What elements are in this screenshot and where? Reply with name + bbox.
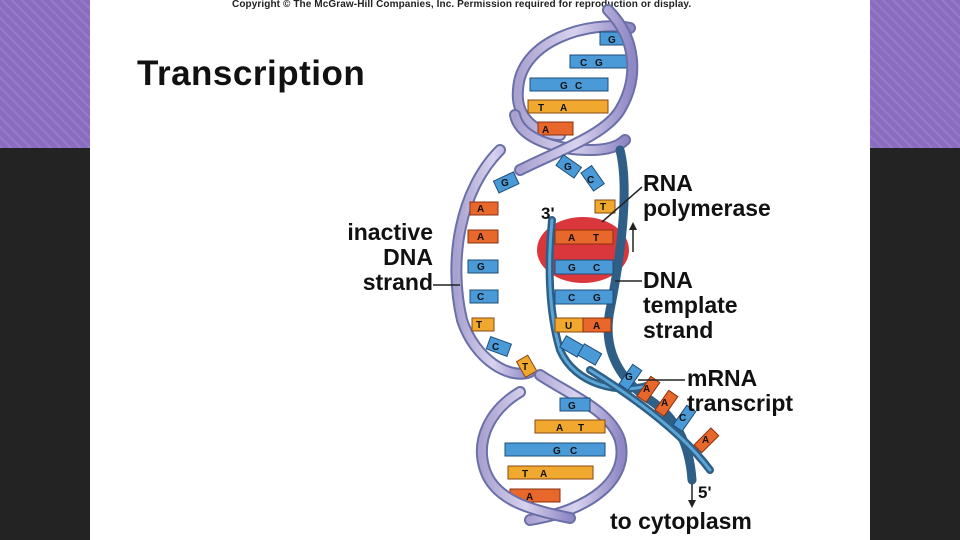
base-bottom-5l: A [526, 492, 533, 503]
inactive-base-3: A [477, 232, 484, 243]
base-bottom-4r: A [540, 469, 547, 480]
label-template-line2: template [643, 292, 738, 318]
base-top-1: G [608, 35, 616, 46]
label-to-cytoplasm: to cytoplasm [610, 508, 752, 534]
base-top-2r: G [595, 58, 603, 69]
bubble-base-1: G [564, 162, 572, 173]
inactive-base-1: G [501, 178, 509, 189]
label-inactive-line1: inactive [347, 219, 433, 245]
base-top-4l: T [538, 103, 544, 114]
base-top-5l: A [542, 125, 549, 136]
base-bottom-3l: G [553, 446, 561, 457]
base-top-2l: C [580, 58, 587, 69]
dna-base-1: T [593, 233, 599, 244]
rna-base-4: U [565, 321, 572, 332]
label-rna-polymerase: RNA polymerase [643, 171, 771, 221]
base-top-4r: A [560, 103, 567, 114]
mrna-base-5: A [702, 435, 709, 446]
base-bottom-4l: T [522, 469, 528, 480]
inactive-base-6: T [476, 320, 482, 331]
page-title: Transcription [137, 54, 366, 93]
base-bottom-1: G [568, 401, 576, 412]
dna-base-4: A [593, 321, 600, 332]
label-template-line3: strand [643, 317, 714, 343]
rna-base-1: A [568, 233, 575, 244]
inactive-base-2: A [477, 204, 484, 215]
mrna-base-3: A [661, 398, 668, 409]
label-inactive-dna-strand: inactive DNA strand [329, 220, 433, 295]
inactive-base-7: C [492, 342, 499, 353]
rna-base-2: G [568, 263, 576, 274]
mrna-base-1: G [625, 372, 633, 383]
inactive-base-4: G [477, 262, 485, 273]
inactive-strand-bases: G A A G C T C T [467, 171, 538, 378]
label-inactive-line2: DNA [383, 244, 433, 270]
rna-base-3: C [568, 293, 575, 304]
label-three-prime: 3' [541, 204, 555, 223]
top-helix: G C G G C T A A [509, 4, 639, 176]
bubble-base-2: C [587, 175, 594, 186]
label-rnapol-line1: RNA [643, 170, 693, 196]
base-bottom-2l: A [556, 423, 563, 434]
slide: Copyright © The McGraw-Hill Companies, I… [90, 0, 870, 540]
bottom-base-pairs: G A T G C T A A [504, 397, 606, 503]
inactive-base-5: C [477, 292, 484, 303]
bottom-helix: G A T G C T A A [475, 369, 628, 526]
label-rnapol-line2: polymerase [643, 195, 771, 221]
base-bottom-3r: C [570, 446, 577, 457]
mrna-transcript: G A A C A [586, 363, 720, 474]
label-inactive-line3: strand [362, 269, 433, 295]
label-dna-template-strand: DNA template strand [643, 268, 738, 343]
mrna-base-2: A [643, 384, 650, 395]
template-base-pairs: A T G C C G U A [554, 229, 614, 366]
label-mrna-line2: transcript [687, 390, 794, 416]
label-five-prime: 5' [698, 483, 712, 502]
transcription-diagram: G C G G C T A A [433, 4, 720, 526]
direction-arrow-up [629, 222, 637, 252]
label-mrna-line1: mRNA [687, 365, 758, 391]
base-top-3r: C [575, 81, 582, 92]
base-bottom-2r: T [578, 423, 584, 434]
label-template-line1: DNA [643, 267, 693, 293]
bubble-base-3: T [600, 202, 606, 213]
inactive-base-8: T [522, 362, 528, 373]
copyright-notice: Copyright © The McGraw-Hill Companies, I… [232, 0, 692, 10]
mrna-base-4: C [679, 413, 686, 424]
inactive-dna-strand: G A A G C T C T [450, 144, 538, 380]
bubble-top-bases: G C T [555, 154, 616, 214]
leader-lines [433, 186, 685, 381]
base-top-3l: G [560, 81, 568, 92]
top-base-pairs: G C G G C T A A [527, 31, 636, 136]
dna-base-2: C [593, 263, 600, 274]
dna-base-3: G [593, 293, 601, 304]
direction-arrow-down [688, 484, 696, 508]
label-mrna-transcript: mRNA transcript [687, 366, 793, 416]
